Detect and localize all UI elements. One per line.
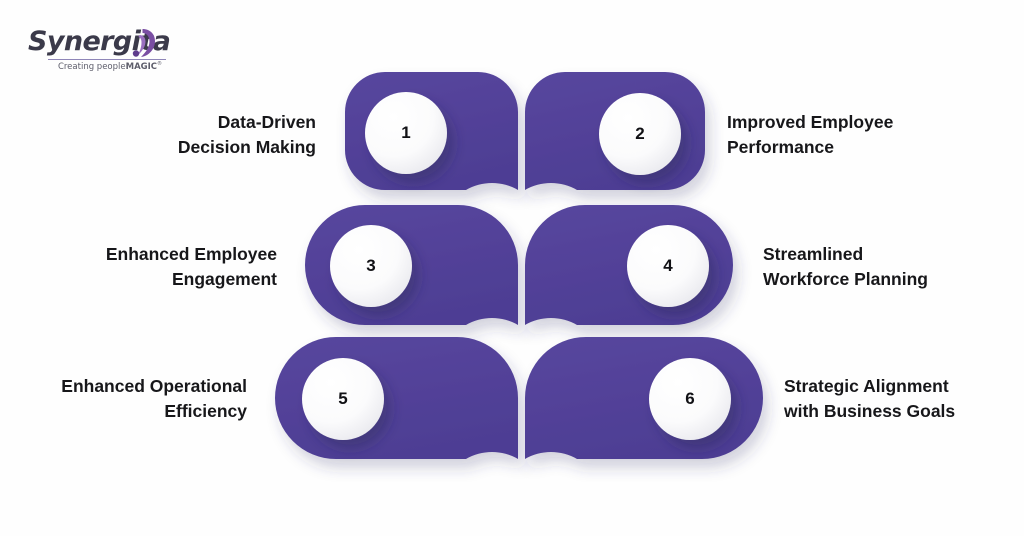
step-circle-6[interactable] [649,358,731,440]
tagline-prefix: Creating people [57,61,126,72]
step-circle-4[interactable] [627,225,709,307]
step-label-4: Streamlined Workforce Planning [763,244,928,289]
step-circle-2[interactable] [599,93,681,175]
step-circle-5[interactable] [302,358,384,440]
step-circle-1[interactable] [365,92,447,174]
step-label-3: Enhanced Employee Engagement [105,244,277,289]
step-label-5: Enhanced Operational Efficiency [61,376,247,421]
logo-tagline: Creating peopleMAGIC® [50,61,170,72]
tagline-magic: MAGIC [125,61,158,72]
step-label-2: Improved Employee Performance [727,112,894,157]
synergita-logo: Synergita Creating peopleMAGIC® [28,26,188,78]
logo-divider [48,59,166,60]
step-circle-3[interactable] [330,225,412,307]
step-label-6: Strategic Alignment with Business Goals [784,376,956,421]
swirl-icon [132,29,155,57]
step-label-1: Data-Driven Decision Making [177,112,316,157]
tagline-trademark: ® [157,61,163,67]
